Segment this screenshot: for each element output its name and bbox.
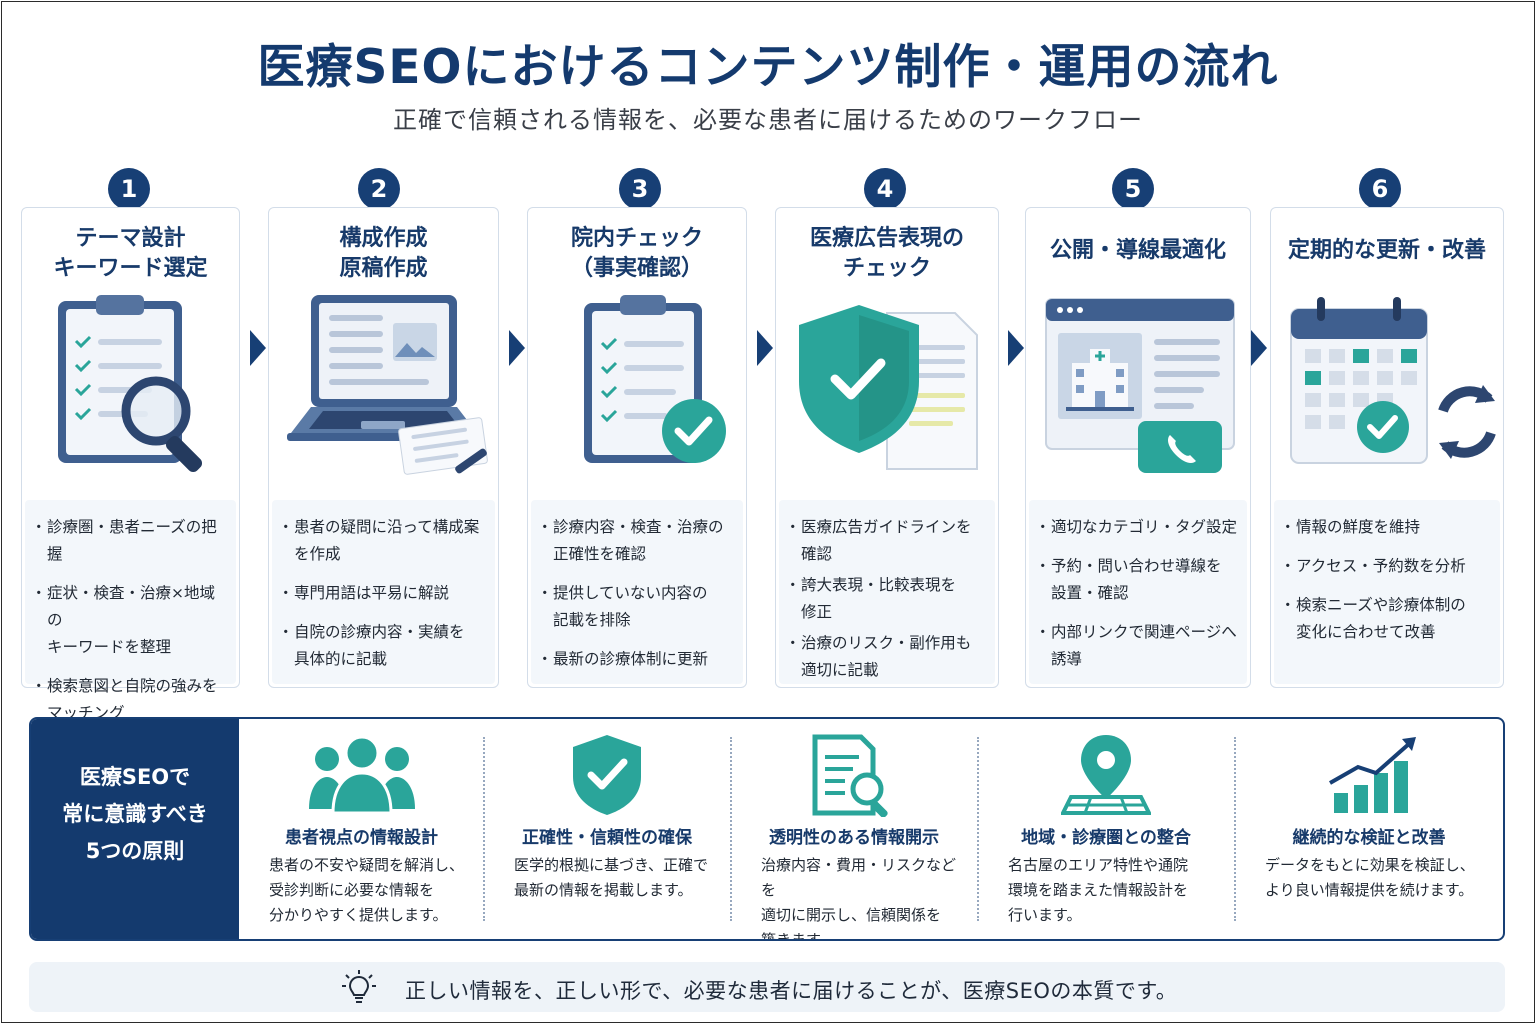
principle-desc: 名古屋のエリア特性や通院環境を踏まえた情報設計を行います。 xyxy=(1008,856,1189,924)
step-5-badge: 5 xyxy=(1112,168,1154,210)
principle-item-2: 正確性・信頼性の確保 医学的根拠に基づき、正確で最新の情報を掲載します。 xyxy=(484,719,730,939)
flow-arrow-5 xyxy=(1251,330,1267,366)
list-item: 専門用語は平易に解説 xyxy=(278,580,485,607)
laptop-icon xyxy=(269,293,498,488)
principle-desc: 患者の不安や疑問を解消し、受診判断に必要な情報を分かりやすく提供します。 xyxy=(269,856,465,924)
list-item: 適切なカテゴリ・タグ設定 xyxy=(1035,514,1237,541)
divider xyxy=(1234,737,1236,921)
principle-desc: データをもとに効果を検証し、より良い情報提供を続けます。 xyxy=(1265,856,1475,899)
principle-desc: 医学的根拠に基づき、正確で最新の情報を掲載します。 xyxy=(514,856,708,899)
divider xyxy=(977,737,979,921)
principle-title: 継続的な検証と改善 xyxy=(1292,828,1446,848)
step-6-badge: 6 xyxy=(1359,168,1401,210)
shield-document-icon xyxy=(776,293,998,488)
principle-item-4: 地域・診療圏との整合 名古屋のエリア特性や通院環境を踏まえた情報設計を行います。 xyxy=(978,719,1234,939)
footer-banner: 正しい情報を、正しい形で、必要な患者に届けることが、医療SEOの本質です。 xyxy=(29,962,1505,1012)
step-3-badge: 3 xyxy=(619,168,661,210)
principle-title: 透明性のある情報開示 xyxy=(769,828,939,848)
growth-chart-icon xyxy=(1235,733,1503,819)
divider xyxy=(730,737,732,921)
step-2-title: 構成作成原稿作成 xyxy=(339,226,428,281)
flow-arrow-4 xyxy=(1008,330,1024,366)
lightbulb-icon xyxy=(341,969,377,1009)
principle-desc: 治療内容・費用・リスクなどを適切に開示し、信頼関係を築きます。 xyxy=(761,856,957,941)
principle-item-3: 透明性のある情報開示 治療内容・費用・リスクなどを適切に開示し、信頼関係を築きま… xyxy=(731,719,977,939)
flow-arrow-1 xyxy=(250,330,266,366)
page-title: 医療SEOにおけるコンテンツ制作・運用の流れ xyxy=(257,40,1279,95)
principle-title: 正確性・信頼性の確保 xyxy=(522,828,692,848)
page-subtitle: 正確で信頼される情報を、必要な患者に届けるためのワークフロー xyxy=(393,106,1143,134)
step-4-title: 医療広告表現のチェック xyxy=(809,226,964,281)
clipboard-check-icon xyxy=(528,293,746,488)
step-5-title: 公開・導線最適化 xyxy=(1049,238,1226,263)
step-4-badge: 4 xyxy=(864,168,906,210)
step-1-title: テーマ設計キーワード選定 xyxy=(53,226,208,281)
step-1-badge: 1 xyxy=(108,168,150,210)
principle-item-1: 患者視点の情報設計 患者の不安や疑問を解消し、受診判断に必要な情報を分かりやすく… xyxy=(239,719,484,939)
step-6-title: 定期的な更新・改善 xyxy=(1287,238,1486,263)
list-item: アクセス・予約数を分析 xyxy=(1280,553,1490,580)
clipboard-magnifier-icon xyxy=(22,293,239,488)
footer-message: 正しい情報を、正しい形で、必要な患者に届けることが、医療SEOの本質です。 xyxy=(405,979,1178,1003)
flow-arrow-3 xyxy=(757,330,773,366)
shield-check-icon xyxy=(484,733,730,819)
website-phone-icon xyxy=(1026,293,1250,488)
principle-title: 患者視点の情報設計 xyxy=(285,828,438,848)
map-pin-icon xyxy=(978,733,1234,819)
list-item: 情報の鮮度を維持 xyxy=(1280,514,1490,541)
people-icon xyxy=(239,733,484,819)
step-3-title: 院内チェック（事実確認） xyxy=(570,226,703,281)
list-item: 最新の診療体制に更新 xyxy=(537,646,733,673)
step-6-bullets: 情報の鮮度を維持 アクセス・予約数を分析 検索ニーズや診療体制の変化に合わせて改… xyxy=(1274,500,1500,684)
step-card-6: 定期的な更新・改善 情報の鮮度を維持 アクセス・予約数を分析 検索ニーズや診療体… xyxy=(1270,207,1504,688)
document-search-icon xyxy=(731,733,977,819)
calendar-refresh-icon xyxy=(1271,293,1503,488)
list-item: 診療圏・患者ニーズの把握 xyxy=(31,514,226,568)
step-2-badge: 2 xyxy=(358,168,400,210)
divider xyxy=(483,737,485,921)
principle-item-5: 継続的な検証と改善 データをもとに効果を検証し、より良い情報提供を続けます。 xyxy=(1235,719,1503,939)
flow-arrow-2 xyxy=(509,330,525,366)
principle-title: 地域・診療圏との整合 xyxy=(1021,828,1191,848)
